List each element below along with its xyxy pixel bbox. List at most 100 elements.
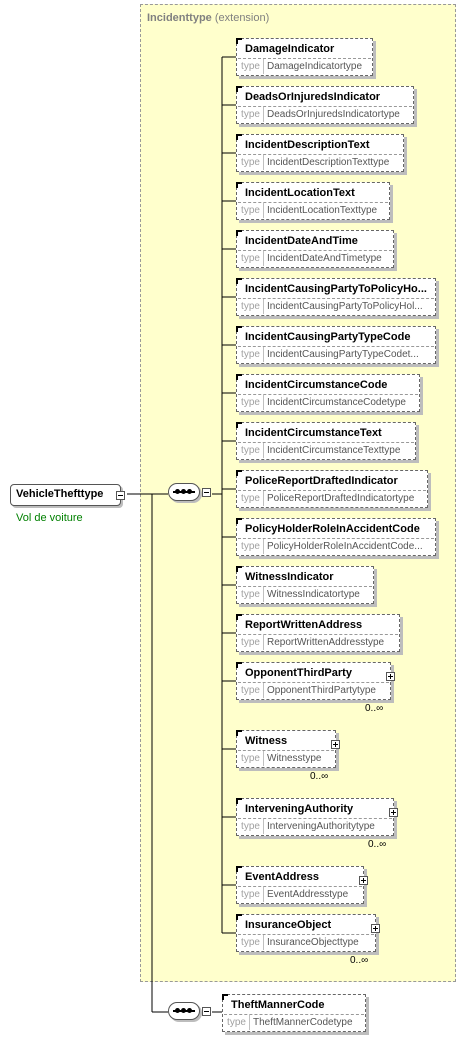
- cardinality-label: 0..∞: [368, 839, 387, 850]
- element-type: DamageIndicatortype: [267, 61, 363, 72]
- expand-icon[interactable]: [359, 876, 368, 885]
- collapse-icon[interactable]: [202, 1007, 211, 1016]
- optional-marker-icon: [236, 614, 242, 620]
- extension-label: (extension): [214, 12, 270, 24]
- type-keyword: type: [238, 935, 264, 950]
- element-type: IncidentDateAndTimetype: [267, 253, 382, 264]
- expand-icon[interactable]: [389, 808, 398, 817]
- extension-title: Incidenttype (extension): [147, 12, 269, 24]
- optional-marker-icon: [236, 566, 242, 572]
- element-type: WitnessIndicatortype: [267, 589, 360, 600]
- type-keyword: type: [238, 635, 264, 650]
- expand-icon[interactable]: [331, 740, 340, 749]
- type-keyword: type: [238, 299, 264, 314]
- type-keyword: type: [238, 107, 264, 122]
- cardinality-label: 0..∞: [350, 955, 369, 966]
- type-keyword: type: [238, 155, 264, 170]
- collapse-icon[interactable]: [202, 488, 211, 497]
- optional-marker-icon: [236, 278, 242, 284]
- element-name: IncidentCircumstanceText: [245, 427, 382, 439]
- element-name: Witness: [245, 735, 288, 747]
- type-keyword: type: [238, 203, 264, 218]
- optional-marker-icon: [236, 866, 242, 872]
- expand-icon[interactable]: [386, 672, 395, 681]
- element-name: IncidentCausingPartyToPolicyHo...: [245, 283, 427, 295]
- element-name: IncidentCircumstanceCode: [245, 379, 388, 391]
- type-keyword: type: [238, 395, 264, 410]
- element-type: IncidentCausingPartyTypeCodet...: [267, 349, 419, 360]
- element-type: PolicyHolderRoleInAccidentCode...: [267, 541, 423, 552]
- optional-marker-icon: [236, 182, 242, 188]
- element-name: PoliceReportDraftedIndicator: [245, 475, 398, 487]
- optional-marker-icon: [236, 374, 242, 380]
- element-type: ReportWrittenAddresstype: [267, 637, 385, 648]
- element-type: PoliceReportDraftedIndicatortype: [267, 493, 415, 504]
- type-keyword: type: [238, 683, 264, 698]
- element-type: DeadsOrInjuredsIndicatortype: [267, 109, 400, 120]
- element-name: IncidentCausingPartyTypeCode: [245, 331, 411, 343]
- element-name: DamageIndicator: [245, 43, 335, 55]
- root-annotation: Vol de voiture: [16, 512, 83, 524]
- optional-marker-icon: [236, 518, 242, 524]
- element-type: IncidentCircumstanceCodetype: [267, 397, 406, 408]
- expand-icon[interactable]: [371, 924, 380, 933]
- element-type: InsuranceObjecttype: [267, 937, 359, 948]
- type-keyword: type: [238, 887, 264, 902]
- sequence-compositor-main[interactable]: [168, 483, 200, 501]
- type-keyword: type: [238, 539, 264, 554]
- type-keyword: type: [238, 347, 264, 362]
- collapse-icon[interactable]: [116, 491, 125, 500]
- optional-marker-icon: [236, 134, 242, 140]
- extension-type-name: Incidenttype: [147, 12, 212, 24]
- element-name: InterveningAuthority: [245, 803, 354, 815]
- root-element[interactable]: VehicleThefttype: [10, 484, 125, 506]
- optional-marker-icon: [236, 38, 242, 44]
- element-type: IncidentLocationTexttype: [267, 205, 378, 216]
- element-type: Witnesstype: [267, 753, 322, 764]
- element-name: EventAddress: [245, 871, 319, 883]
- element-name: TheftMannerCode: [231, 999, 325, 1011]
- optional-marker-icon: [236, 86, 242, 92]
- type-keyword: type: [238, 751, 264, 766]
- optional-marker-icon: [236, 914, 242, 920]
- optional-marker-icon: [222, 994, 228, 1000]
- sequence-compositor-bottom[interactable]: [168, 1002, 200, 1020]
- cardinality-label: 0..∞: [310, 771, 329, 782]
- optional-marker-icon: [236, 470, 242, 476]
- element-type: InterveningAuthoritytype: [267, 821, 375, 832]
- optional-marker-icon: [236, 798, 242, 804]
- element-type: TheftMannerCodetype: [253, 1017, 353, 1028]
